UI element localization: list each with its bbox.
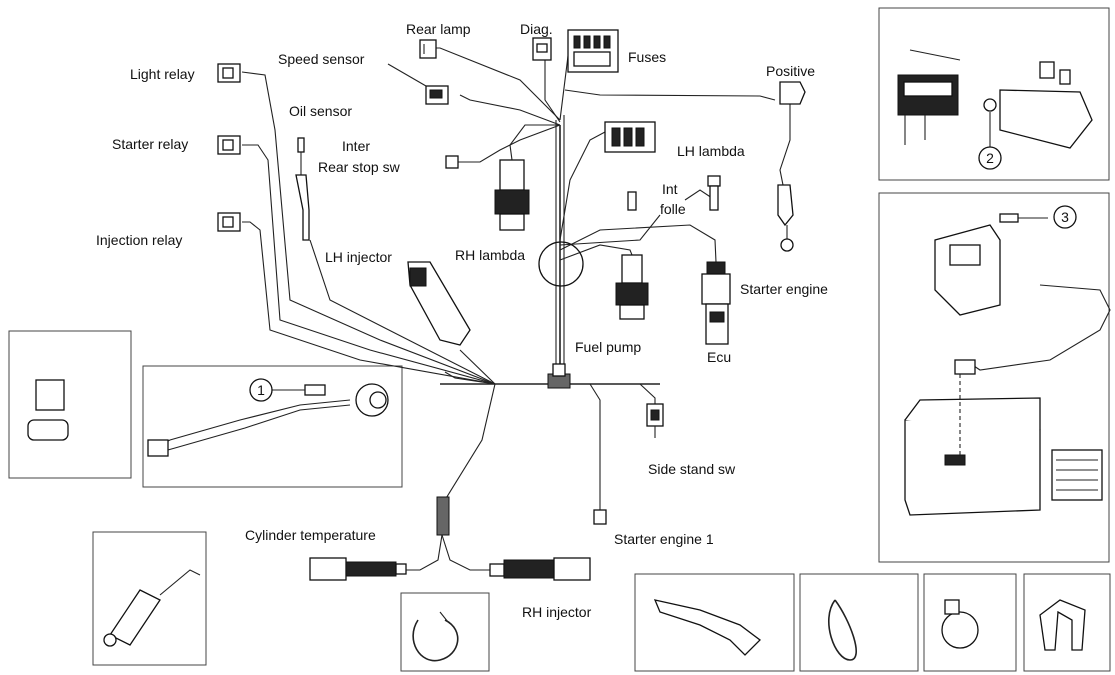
harness-sleeve xyxy=(436,496,450,536)
diag-connector-icon xyxy=(532,37,552,61)
cable-tie-icon xyxy=(827,599,858,661)
side-stand-switch-icon xyxy=(646,403,664,438)
detail-box-cable-tie xyxy=(799,573,919,672)
label-diag: Diag. xyxy=(520,21,553,37)
detail-box-clip xyxy=(1023,573,1111,672)
label-lh-lambda: LH lambda xyxy=(677,143,745,159)
rh-lambda-junction xyxy=(538,241,584,287)
clip-icon xyxy=(1039,599,1086,651)
label-rh-injector: RH injector xyxy=(522,604,592,620)
ecu-connector-icon xyxy=(701,261,731,345)
bracket-icon xyxy=(653,599,761,656)
light-relay-connector-icon xyxy=(217,63,241,83)
lh-injector-icon xyxy=(407,261,471,346)
rear-lamp-connector-icon xyxy=(419,39,437,59)
harness-wires xyxy=(241,39,1111,571)
label-folle: folle xyxy=(660,201,686,217)
cylinder-temperature-sensor-icon xyxy=(309,557,407,581)
callout-2: 2 xyxy=(978,112,1002,170)
label-side-stand-sw: Side stand sw xyxy=(648,461,736,477)
lambda-sensor-icon xyxy=(494,159,530,231)
rear-stop-switch-icon xyxy=(445,155,459,169)
callout-1: 1 xyxy=(249,378,273,402)
label-ecu: Ecu xyxy=(707,349,731,365)
int-folle-connector-icon xyxy=(627,175,721,211)
detail-box-oil-sensor xyxy=(142,365,403,488)
callout-3: 3 xyxy=(999,205,1077,229)
label-starter-relay: Starter relay xyxy=(112,136,188,152)
oil-sensor-icon xyxy=(295,137,310,241)
fuse-bracket-detail-icon xyxy=(897,49,1093,149)
hose-clamp-icon xyxy=(941,599,979,649)
relay-icon xyxy=(27,379,69,441)
fuse-box-icon xyxy=(567,29,619,73)
svg-text:1: 1 xyxy=(257,382,265,398)
label-fuel-pump: Fuel pump xyxy=(575,339,641,355)
fuel-pump-connector-icon xyxy=(615,254,649,320)
label-inter: Inter xyxy=(342,138,370,154)
label-rh-lambda: RH lambda xyxy=(455,247,525,263)
label-speed-sensor: Speed sensor xyxy=(278,51,365,67)
svg-text:3: 3 xyxy=(1061,209,1069,225)
oil-sensor-detail-icon xyxy=(147,383,389,457)
injector-detail-icon xyxy=(103,569,201,647)
svg-text:2: 2 xyxy=(986,150,994,166)
clamp-icon xyxy=(412,611,459,662)
starter-relay-connector-icon xyxy=(217,135,241,155)
label-int: Int xyxy=(662,181,678,197)
label-rear-stop-sw: Rear stop sw xyxy=(318,159,401,175)
label-cylinder-temperature: Cylinder temperature xyxy=(245,527,376,543)
label-starter-engine-1: Starter engine 1 xyxy=(614,531,714,547)
label-positive: Positive xyxy=(766,63,815,79)
label-lh-injector: LH injector xyxy=(325,249,392,265)
positive-terminal-icon xyxy=(777,81,806,252)
injection-relay-connector-icon xyxy=(217,212,241,232)
label-oil-sensor: Oil sensor xyxy=(289,103,352,119)
label-starter-engine: Starter engine xyxy=(740,281,828,297)
label-light-relay: Light relay xyxy=(130,66,195,82)
lh-lambda-connector-icon xyxy=(604,121,656,153)
label-rear-lamp: Rear lamp xyxy=(406,21,471,37)
label-fuses: Fuses xyxy=(628,49,666,65)
battery-detail-icon xyxy=(904,224,1103,516)
speed-sensor-connector-icon xyxy=(425,85,449,105)
detail-box-relay xyxy=(8,330,132,479)
label-injection-relay: Injection relay xyxy=(96,232,182,248)
rh-injector-connector-icon xyxy=(489,557,591,581)
starter-engine-1-terminal-icon xyxy=(593,509,607,525)
